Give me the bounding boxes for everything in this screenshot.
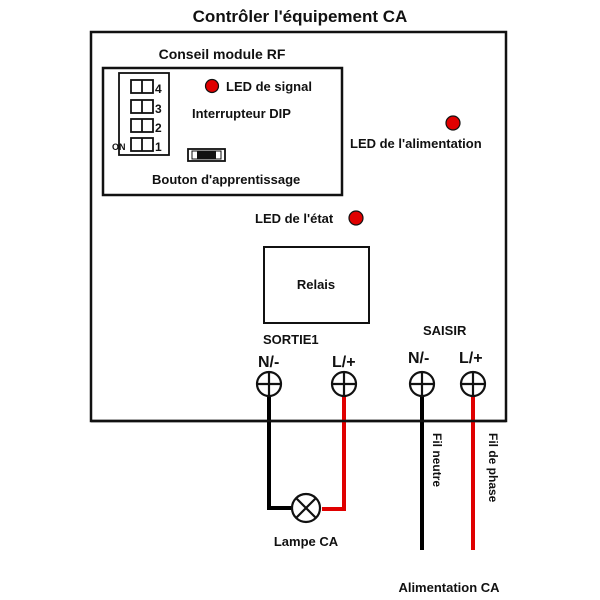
neutral-wire-label: Fil neutre [430,433,444,487]
dip-number-2: 2 [155,121,162,135]
dip-on-label: ON [112,142,126,152]
dip-number-4: 4 [155,82,162,96]
diagram-title: Contrôler l'équipement CA [193,7,408,26]
learn-button-label: Bouton d'apprentissage [152,172,300,187]
output-line-terminal-icon[interactable] [330,370,358,398]
rf-module-title: Conseil module RF [159,46,286,62]
dip-switch-label: Interrupteur DIP [192,106,291,121]
relay-label: Relais [297,277,335,292]
output-line-label: L/+ [332,354,356,371]
rf-module-box [101,66,344,197]
input-neutral-terminal-icon[interactable] [408,370,436,398]
output-label: SORTIE1 [263,332,319,347]
input-line-label: L/+ [459,350,483,367]
status-led-icon [348,210,364,226]
lamp-label: Lampe CA [274,534,339,549]
dip-position-4[interactable] [130,79,154,94]
output-neutral-terminal-icon[interactable] [255,370,283,398]
status-led-label: LED de l'état [255,211,334,226]
dip-switch-housing [118,72,170,156]
relay-box [263,246,370,324]
lamp-icon [290,492,322,524]
input-neutral-label: N/- [408,350,429,367]
output-neutral-label: N/- [258,354,279,371]
learn-button[interactable] [187,148,226,162]
phase-wire-label: Fil de phase [486,433,500,503]
power-led-label: LED de l'alimentation [350,136,482,151]
dip-number-1: 1 [155,140,162,154]
input-label: SAISIR [423,323,467,338]
power-led-icon [445,115,461,131]
input-line-terminal-icon[interactable] [459,370,487,398]
signal-led-label: LED de signal [226,79,312,94]
output-neutral-wire [267,395,293,510]
signal-led-icon [204,78,220,94]
dip-position-1[interactable] [130,137,154,152]
dip-position-2[interactable] [130,118,154,133]
output-line-wire [322,395,346,511]
dip-number-3: 3 [155,102,162,116]
supply-label: Alimentation CA [398,580,500,595]
dip-position-3[interactable] [130,99,154,114]
dip-switch[interactable]: 4 3 2 1 ON [112,72,170,156]
